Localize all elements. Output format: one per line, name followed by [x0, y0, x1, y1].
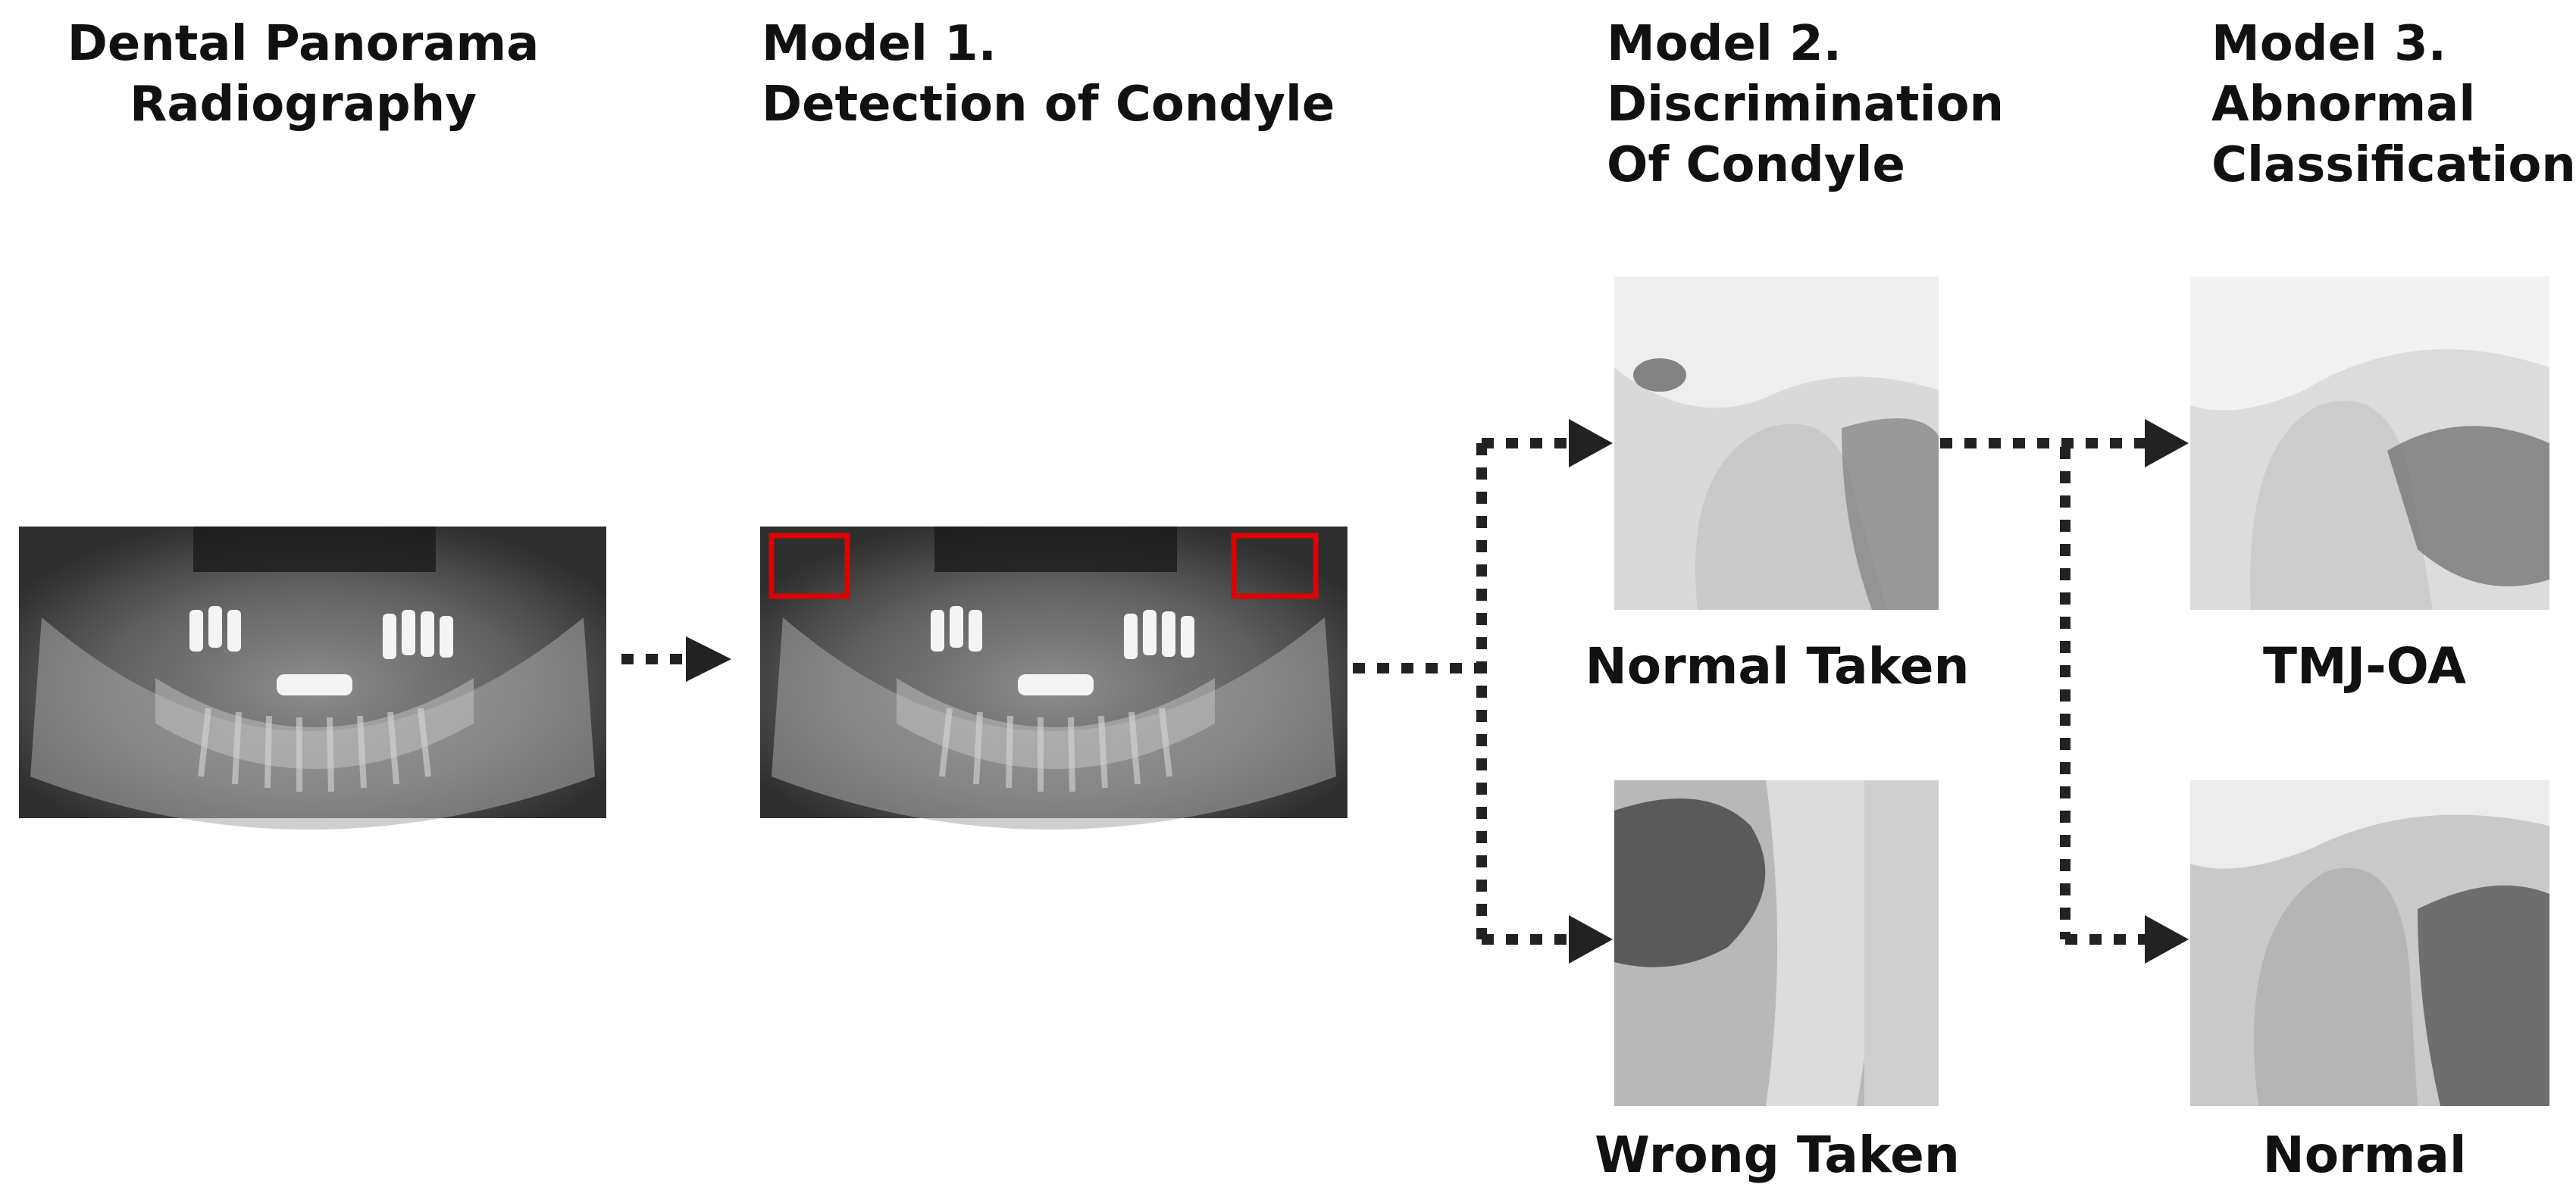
arrowhead-model1 — [686, 636, 731, 682]
label-normal-taken: Normal Taken — [1585, 637, 1970, 695]
label-tmj-oa: TMJ-OA — [2262, 637, 2467, 695]
title-model2: Model 2. Discrimination Of Condyle — [1607, 16, 2005, 193]
arrowhead-wrong-taken — [1569, 915, 1613, 964]
arrowhead-tmj-oa — [2145, 419, 2189, 467]
title-panorama: Dental Panorama Radiography — [67, 16, 540, 133]
title-model3: Model 3. Abnormal Classification — [2211, 16, 2576, 193]
arrowhead-normal — [2145, 915, 2189, 964]
tmj-oa-image — [2190, 277, 2549, 610]
arrowhead-normal-taken — [1569, 419, 1613, 467]
title-model1: Model 1. Detection of Condyle — [762, 16, 1335, 133]
panorama-image — [19, 527, 606, 830]
normal-taken-image — [1614, 277, 1939, 610]
condyle-box-right — [1231, 533, 1319, 599]
detection-image — [760, 527, 1347, 830]
wrong-taken-image — [1614, 780, 1939, 1106]
label-normal: Normal — [2262, 1126, 2467, 1184]
normal-image — [2190, 780, 2549, 1106]
label-wrong-taken: Wrong Taken — [1595, 1126, 1960, 1184]
condyle-box-left — [768, 533, 850, 599]
